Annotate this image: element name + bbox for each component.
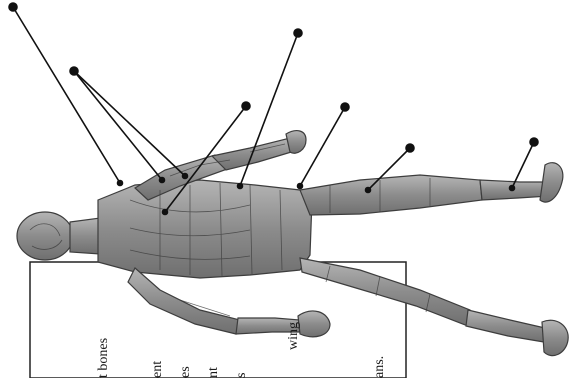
side-text-line-6: wing: [286, 322, 302, 350]
foot-upper: [540, 163, 563, 202]
head: [17, 212, 73, 260]
side-text-line-5: s: [234, 373, 250, 378]
forearm-upper: [212, 138, 298, 170]
neck: [70, 218, 100, 254]
foot-lower: [542, 320, 568, 355]
callout-3: [74, 71, 188, 179]
callout-1: [9, 3, 123, 186]
side-text-line-7: ans.: [372, 356, 388, 378]
side-text-line-4: nt: [206, 367, 222, 378]
shin-lower: [466, 310, 545, 342]
hand-upper: [286, 131, 306, 154]
leg-upper: [300, 175, 482, 215]
hand-lower: [298, 311, 330, 337]
side-text-line-3: es: [178, 366, 194, 378]
side-text-line-2: ent: [150, 361, 166, 378]
side-text-line-1: t bones: [96, 338, 112, 378]
